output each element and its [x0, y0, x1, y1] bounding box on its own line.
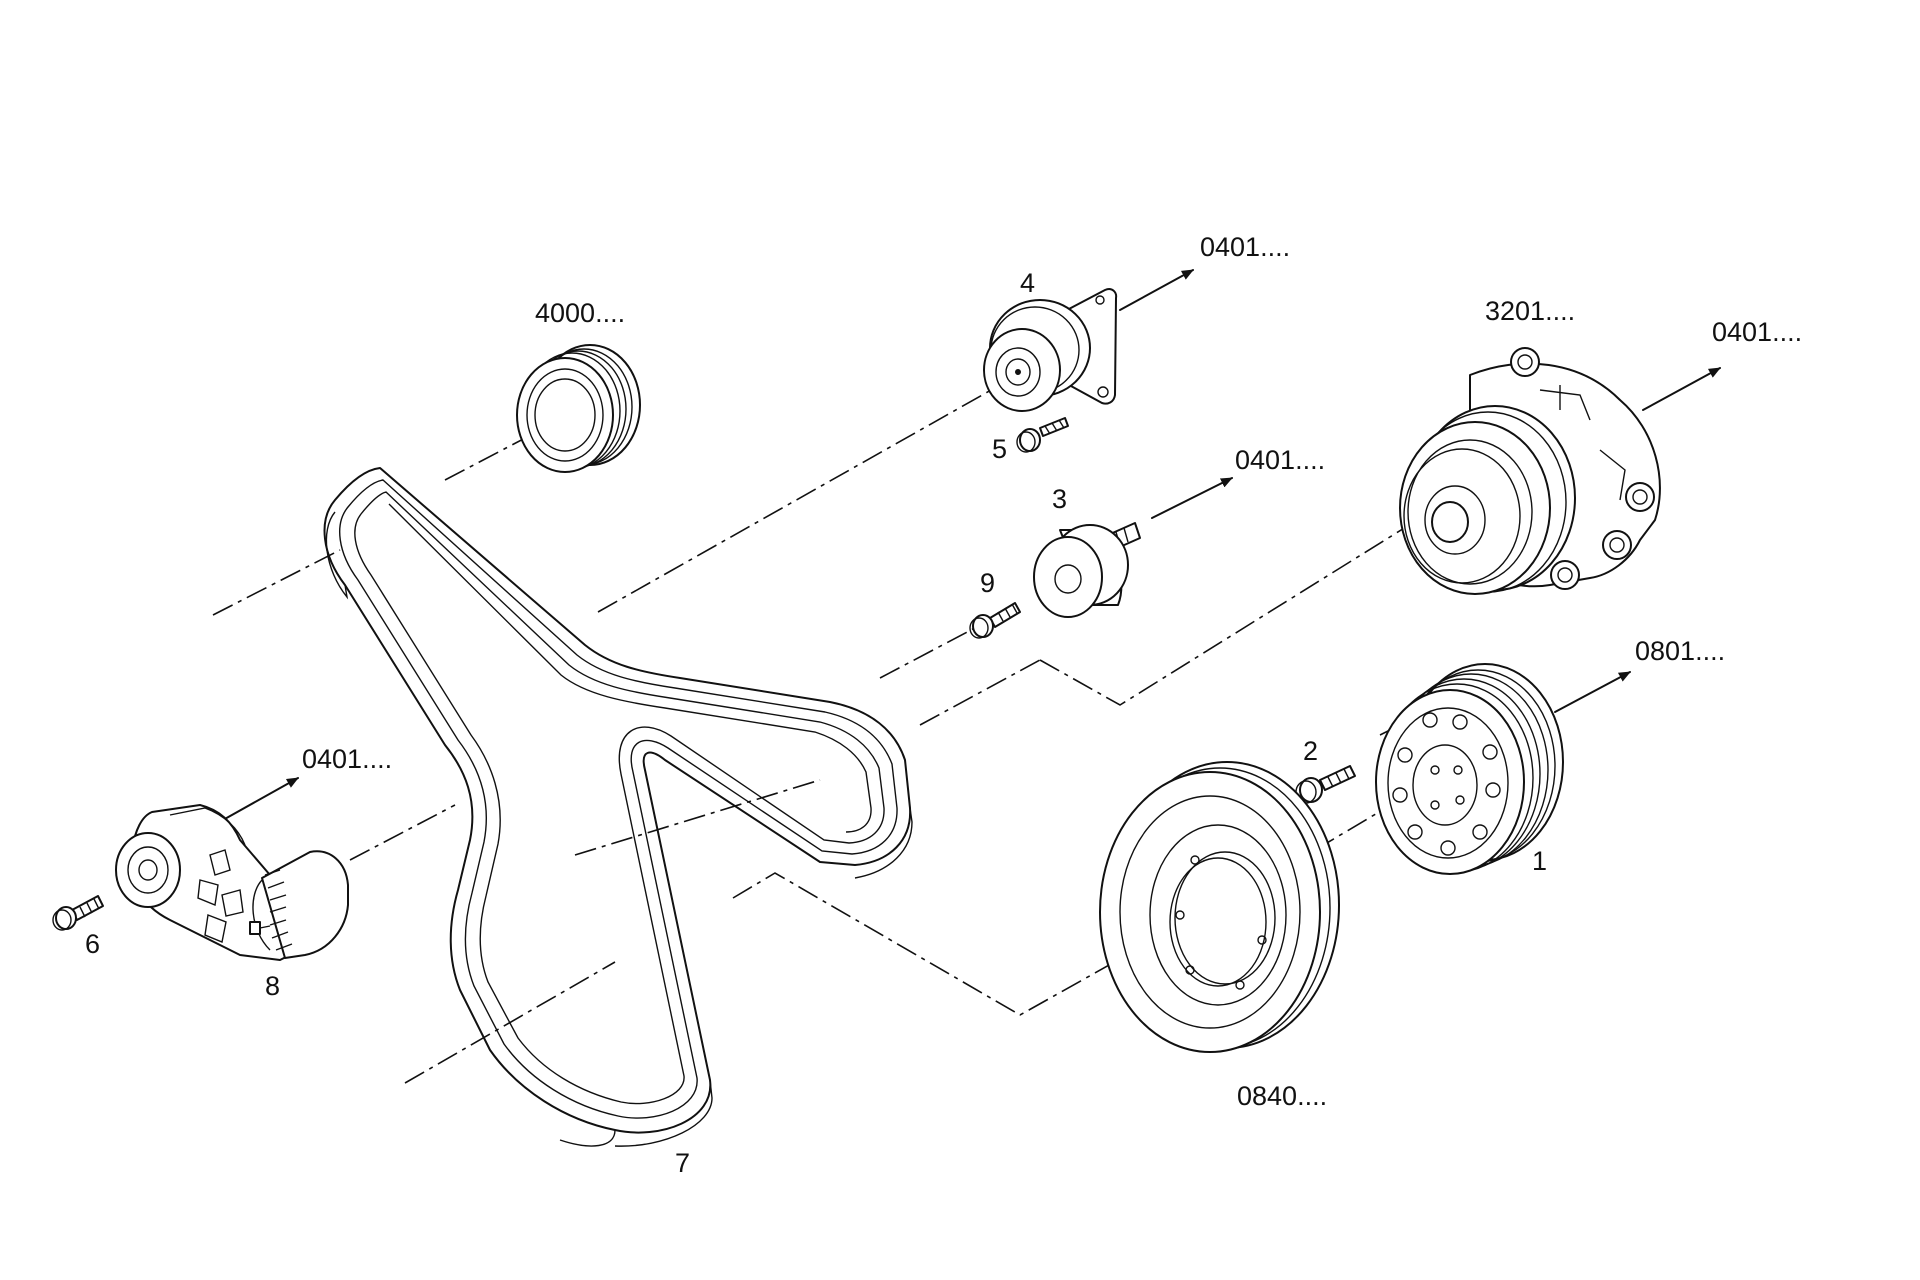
- label-part-5: 5: [992, 434, 1007, 464]
- arrow-0401-left: [222, 777, 299, 821]
- bolt-5: [1016, 417, 1069, 453]
- pulley-4000: [516, 344, 641, 473]
- center-lines: [124, 384, 1451, 1084]
- arrow-0401-top: [1119, 269, 1194, 311]
- label-part-1: 1: [1532, 846, 1547, 876]
- bolt-9: [969, 602, 1021, 639]
- drive-belt: [323, 467, 913, 1147]
- arrow-0801: [1554, 671, 1631, 713]
- label-part-7: 7: [675, 1148, 690, 1178]
- idler-pulley-4: [983, 288, 1118, 412]
- bolt-2: [1295, 765, 1356, 804]
- label-part-6: 6: [85, 929, 100, 959]
- label-ref-0801: 0801....: [1635, 636, 1725, 666]
- label-part-4: 4: [1020, 268, 1035, 298]
- part-number-labels: 1 2 3 4 5 6 7 8 9: [85, 268, 1547, 1178]
- water-pump-3201: [1399, 347, 1661, 595]
- label-ref-0401-mid: 0401....: [1235, 445, 1325, 475]
- idler-3: [1033, 522, 1141, 618]
- bolt-6: [52, 895, 104, 931]
- label-ref-0401-left: 0401....: [302, 744, 392, 774]
- crank-pulley-1: [1375, 663, 1564, 875]
- reference-labels: 4000.... 0401.... 3201.... 0401.... 0401…: [302, 232, 1802, 1111]
- label-ref-0401-right: 0401....: [1712, 317, 1802, 347]
- arrow-0401-mid: [1151, 477, 1233, 519]
- label-ref-0840: 0840....: [1237, 1081, 1327, 1111]
- label-part-3: 3: [1052, 484, 1067, 514]
- arrow-0401-right: [1642, 367, 1721, 411]
- reference-arrows: [222, 269, 1721, 821]
- label-part-9: 9: [980, 568, 995, 598]
- belt-tensioner-8: [115, 804, 349, 961]
- label-ref-4000: 4000....: [535, 298, 625, 328]
- label-ref-3201: 3201....: [1485, 296, 1575, 326]
- label-ref-0401-top: 0401....: [1200, 232, 1290, 262]
- vibration-damper-0840: [1099, 761, 1340, 1053]
- label-part-2: 2: [1303, 736, 1318, 766]
- label-part-8: 8: [265, 971, 280, 1001]
